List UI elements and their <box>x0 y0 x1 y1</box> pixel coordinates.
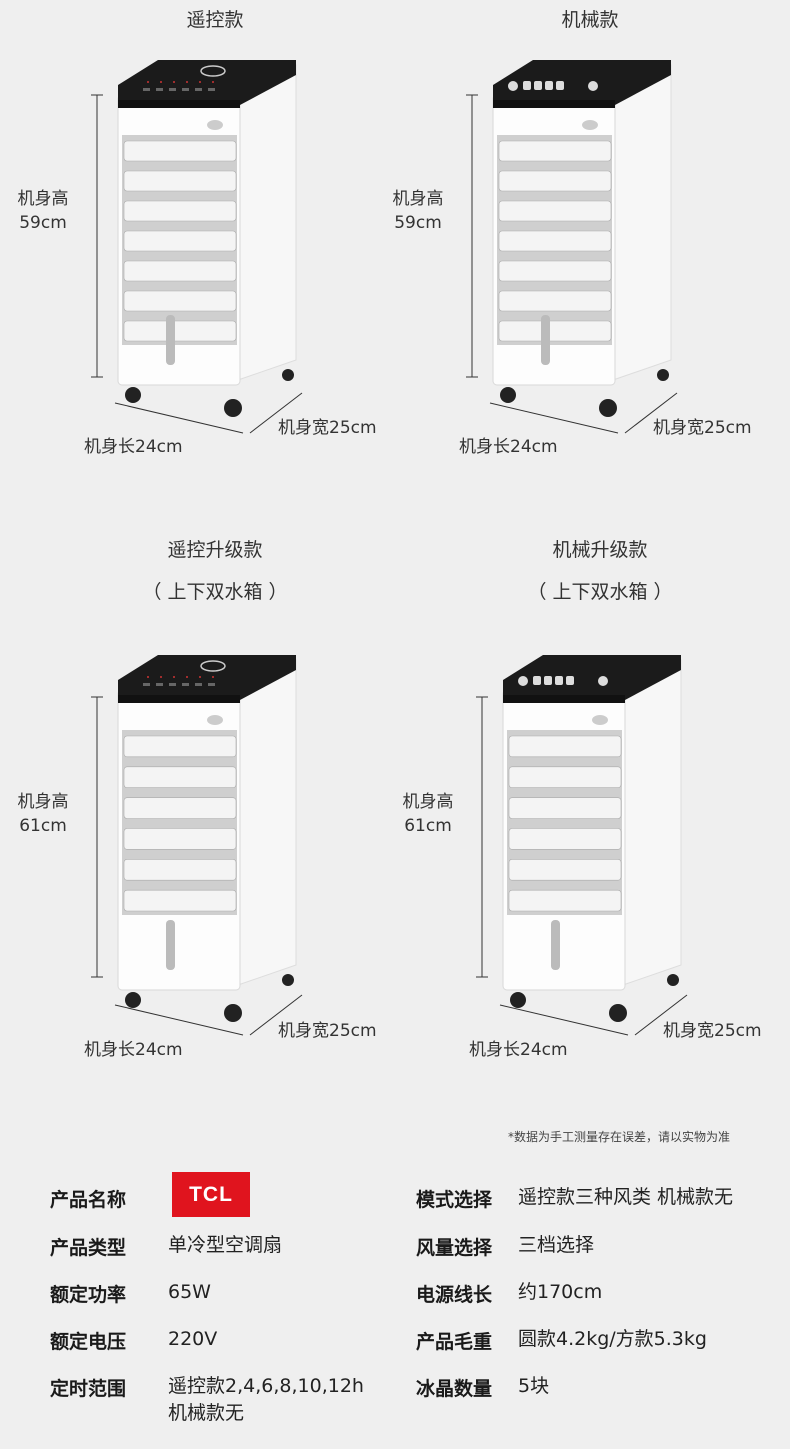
spec-value: 遥控款2,4,6,8,10,12h <box>168 1375 364 1397</box>
height-dimension: 机身高 61cm <box>393 790 463 838</box>
spec-label: 电源线长 <box>416 1284 493 1306</box>
product-subtitle: （ 上下双水箱 ） <box>527 581 673 603</box>
product-title: 遥控款 <box>186 9 244 31</box>
height-label: 机身高 <box>402 792 454 812</box>
tcl-logo-text: TCL <box>189 1182 233 1206</box>
width-dimension: 机身宽25cm <box>653 418 752 438</box>
height-dimension: 机身高 59cm <box>8 187 78 235</box>
spec-value: 遥控款三种风类 机械款无 <box>518 1186 734 1208</box>
spec-label: 额定电压 <box>50 1331 127 1353</box>
spec-value: 三档选择 <box>518 1234 595 1256</box>
spec-label: 模式选择 <box>416 1189 493 1211</box>
length-dimension: 机身长24cm <box>459 437 558 457</box>
height-value: 59cm <box>19 213 67 233</box>
spec-label: 风量选择 <box>416 1237 493 1259</box>
spec-value: 约170cm <box>518 1281 603 1303</box>
height-label: 机身高 <box>17 792 69 812</box>
length-dimension: 机身长24cm <box>84 437 183 457</box>
height-value: 61cm <box>19 816 67 836</box>
air-cooler-image <box>476 655 688 1036</box>
spec-value: 65W <box>168 1281 211 1303</box>
measurement-note: *数据为手工测量存在误差，请以实物为准 <box>508 1130 731 1144</box>
spec-label: 额定功率 <box>50 1284 127 1306</box>
length-dimension: 机身长24cm <box>84 1040 183 1060</box>
spec-label: 冰晶数量 <box>416 1378 493 1400</box>
spec-value-line2: 机械款无 <box>168 1402 245 1424</box>
spec-value: 220V <box>168 1328 218 1350</box>
height-dimension: 机身高 59cm <box>383 187 453 235</box>
spec-label: 产品毛重 <box>416 1331 493 1353</box>
height-dimension: 机身高 61cm <box>8 790 78 838</box>
product-title: 遥控升级款 <box>167 539 263 561</box>
tcl-logo: TCL <box>172 1172 250 1217</box>
width-dimension: 机身宽25cm <box>278 1021 377 1041</box>
height-label: 机身高 <box>17 189 69 209</box>
spec-value: 5块 <box>518 1375 550 1397</box>
width-dimension: 机身宽25cm <box>278 418 377 438</box>
spec-value: 圆款4.2kg/方款5.3kg <box>518 1328 707 1350</box>
spec-label: 定时范围 <box>50 1378 127 1400</box>
width-dimension: 机身宽25cm <box>663 1021 762 1041</box>
height-label: 机身高 <box>392 189 444 209</box>
height-value: 61cm <box>404 816 452 836</box>
air-cooler-image <box>466 60 678 434</box>
spec-value: 单冷型空调扇 <box>168 1234 283 1256</box>
spec-label: 产品名称 <box>50 1189 127 1211</box>
product-title: 机械款 <box>561 9 619 31</box>
product-title: 机械升级款 <box>552 539 648 561</box>
height-value: 59cm <box>394 213 442 233</box>
spec-label: 产品类型 <box>50 1237 127 1259</box>
length-dimension: 机身长24cm <box>469 1040 568 1060</box>
product-subtitle: （ 上下双水箱 ） <box>142 581 288 603</box>
